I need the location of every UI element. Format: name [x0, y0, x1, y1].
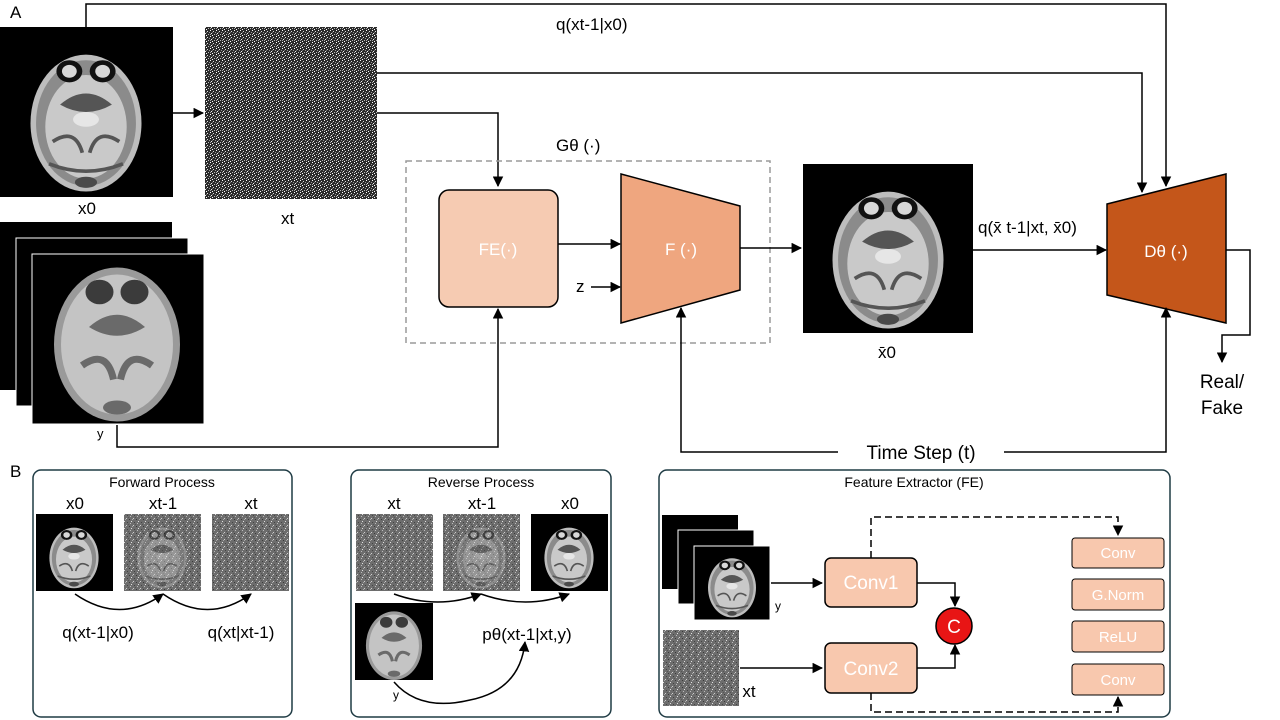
time-step-label: Time Step (t)	[866, 443, 975, 464]
forward-arrow-2	[162, 593, 252, 611]
concat-label: C	[947, 617, 961, 638]
xt-noise-image	[205, 27, 377, 199]
fe-block	[438, 189, 559, 308]
xt-label: xt	[281, 209, 295, 228]
fe-arrow-conv2-to-concat	[917, 643, 961, 669]
reverse-y-image	[355, 603, 433, 682]
fe-dashed-bottom	[870, 693, 1124, 713]
fe-stack-conv-2-label: Conv	[1100, 672, 1136, 689]
fe-xt-image	[663, 630, 739, 706]
fe-block-label: FE(·)	[479, 240, 518, 259]
fe-stack-conv-1-label: Conv	[1100, 545, 1136, 562]
x0-image	[0, 27, 173, 197]
arrow-xt-to-fe	[377, 112, 504, 188]
forward-arrow-1	[74, 593, 164, 611]
conv1-label: Conv1	[844, 573, 899, 594]
reverse-title: Reverse Process	[428, 474, 535, 490]
reverse-p-label: pθ(xt-1|xt,y)	[482, 625, 571, 644]
y-image-stack	[0, 222, 205, 424]
forward-q2-label: q(xt|xt-1)	[208, 623, 275, 642]
forward-x0-image	[36, 514, 113, 591]
reverse-xt-label: xt	[387, 494, 401, 513]
arrow-time-to-f	[675, 306, 838, 453]
reverse-x0-label: x0	[561, 494, 579, 513]
reverse-xt1-label: xt-1	[468, 494, 496, 513]
generator-box	[405, 160, 771, 344]
reverse-arrow-2	[480, 592, 570, 603]
fe-panel-title: Feature Extractor (FE)	[844, 474, 983, 490]
fe-stack-relu-label: ReLU	[1099, 629, 1137, 646]
xbar0-label: x̄0	[878, 343, 896, 362]
f-block-label: F (·)	[665, 240, 697, 259]
fe-stack-gnorm	[1071, 578, 1165, 611]
arrow-x0-to-disc	[85, 3, 1172, 188]
forward-xt1-image	[124, 514, 201, 591]
fe-y-image-stack	[662, 515, 771, 621]
x0-label: x0	[78, 199, 96, 218]
xbar0-image	[803, 164, 973, 333]
arrow-xt-to-disc	[377, 72, 1148, 194]
arrow-time-to-disc	[1004, 306, 1172, 453]
concat-node	[935, 607, 973, 645]
forward-xt1-label: xt-1	[149, 494, 177, 513]
forward-xt-label: xt	[244, 494, 258, 513]
y-label: y	[97, 426, 104, 441]
reverse-y-label: y	[393, 688, 399, 702]
fake-label: Fake	[1201, 398, 1243, 419]
fe-stack-conv-1	[1071, 537, 1165, 569]
fe-y-label: y	[775, 599, 781, 613]
generator-label: Gθ (·)	[556, 136, 600, 155]
forward-title: Forward Process	[109, 474, 215, 490]
z-label: z	[576, 277, 585, 296]
fe-stack-conv-2	[1071, 663, 1165, 696]
f-block	[620, 173, 741, 324]
q-bar-label: q(x̄ t-1|xt, x̄0)	[978, 218, 1077, 237]
discriminator-label: Dθ (·)	[1144, 242, 1187, 261]
reverse-x0-image	[531, 514, 608, 591]
panel-b-label: B	[10, 462, 21, 481]
fe-panel	[658, 469, 1171, 718]
q-top-label: q(xt-1|x0)	[556, 15, 628, 34]
fe-stack-gnorm-label: G.Norm	[1092, 587, 1145, 604]
reverse-xt1-image	[443, 514, 520, 591]
fe-dashed-top	[870, 516, 1124, 558]
discriminator-block	[1106, 173, 1227, 324]
arrow-y-to-fe	[116, 307, 504, 448]
forward-q1-label: q(xt-1|x0)	[62, 623, 134, 642]
reverse-process-panel	[350, 469, 612, 718]
real-label: Real/	[1200, 372, 1245, 393]
reverse-xt-image	[356, 514, 433, 591]
fe-arrow-conv1-to-concat	[917, 582, 961, 608]
forward-x0-label: x0	[66, 494, 84, 513]
fe-xt-label: xt	[742, 682, 756, 701]
forward-xt-image	[212, 514, 289, 591]
forward-process-panel	[32, 469, 293, 718]
arrow-disc-to-output	[1216, 249, 1251, 364]
reverse-arrow-1	[393, 592, 482, 603]
conv2-label: Conv2	[844, 659, 899, 680]
fe-stack-relu	[1071, 620, 1165, 653]
panel-a-label: A	[10, 3, 22, 22]
reverse-arrow-y	[393, 640, 530, 705]
